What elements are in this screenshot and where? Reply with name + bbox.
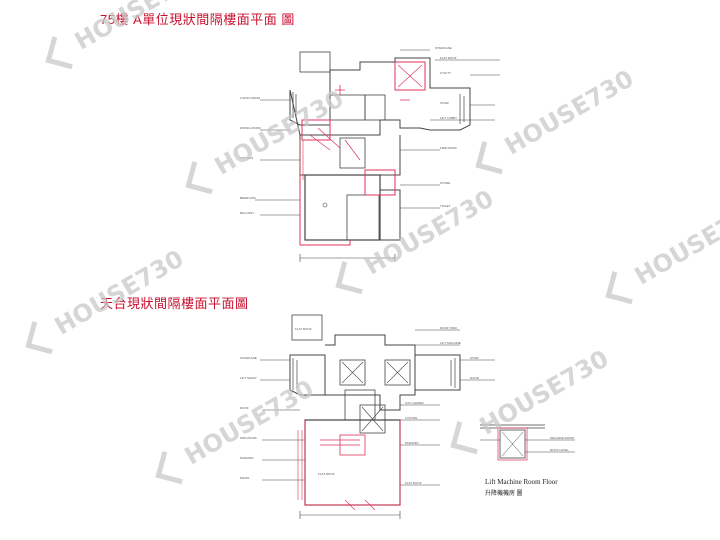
svg-text:MAIN ROOF: MAIN ROOF [240,436,257,440]
svg-text:LIVING ROOM: LIVING ROOM [240,96,261,100]
svg-text:ROOF TANK: ROOF TANK [440,326,457,330]
svg-text:DRAIN: DRAIN [240,476,249,480]
svg-text:LIFT LOBBY: LIFT LOBBY [440,116,457,120]
svg-text:STAIR: STAIR [440,101,449,105]
svg-text:STORE: STORE [440,181,450,185]
plan-roof-markups [297,420,401,511]
svg-text:FLAT ROOF: FLAT ROOF [440,56,457,60]
svg-text:FIRE DOOR: FIRE DOOR [440,146,458,150]
svg-text:UTILITY: UTILITY [440,71,451,75]
plan-75f-unit-a [255,49,500,262]
svg-text:KITCHEN: KITCHEN [240,156,253,160]
svg-text:FLAT ROOF: FLAT ROOF [295,327,312,331]
floor-plan-title-75f: 75樓 A單位現狀間隔樓面平面 圖 [100,12,295,27]
svg-text:LIFT MACHINE: LIFT MACHINE [440,341,461,345]
svg-text:FLAT ROOF: FLAT ROOF [318,472,335,476]
plan-75f-markups [299,61,426,246]
svg-text:PARAPET: PARAPET [240,456,254,460]
svg-text:BALCONY: BALCONY [240,211,254,215]
lift-machine-room-caption: Lift Machine Room Floor [485,478,558,486]
svg-text:LOUVRE: LOUVRE [405,416,417,420]
lift-machine-room-caption-chinese: 升降機機房 圖 [485,491,523,497]
svg-text:MACHINE ROOM: MACHINE ROOM [550,436,575,440]
svg-text:STAIRCASE: STAIRCASE [435,46,452,50]
plan-lift-machine-room [480,424,575,459]
svg-text:CAT LADDER: CAT LADDER [405,401,425,405]
plan-roof [260,314,495,519]
svg-text:LIFT SHAFT: LIFT SHAFT [240,376,257,380]
floor-plan-title-roof: 天台現狀間隔樓面平面圖 [100,296,249,311]
svg-text:DOOR: DOOR [470,376,480,380]
svg-text:STAIRCASE: STAIRCASE [240,356,257,360]
svg-text:BEDROOM: BEDROOM [240,196,256,200]
svg-text:DINING ROOM: DINING ROOM [240,126,261,130]
svg-text:STAIR: STAIR [470,356,479,360]
svg-text:FLAT ROOF: FLAT ROOF [405,481,422,485]
svg-text:TOILET: TOILET [440,204,451,208]
svg-text:ROOF LEVEL: ROOF LEVEL [550,448,569,452]
svg-text:ROOF: ROOF [240,406,249,410]
svg-text:PARAPET: PARAPET [405,441,419,445]
